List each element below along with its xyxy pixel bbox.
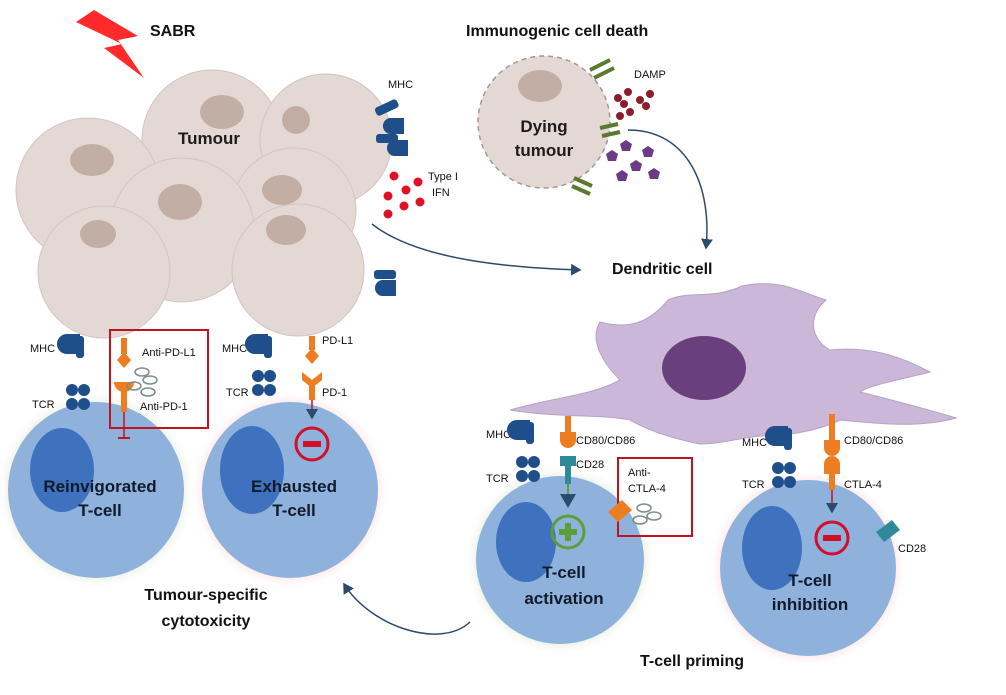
mhc-label-mid: MHC (222, 343, 247, 355)
tumour-label: Tumour (178, 129, 240, 148)
cytotox-label-1: Tumour-specific (144, 587, 267, 604)
minus-icon-exhausted (294, 426, 330, 462)
plus-icon-activation (550, 514, 586, 550)
tcr-icon-act (516, 456, 540, 482)
mhc-icon-left (56, 333, 84, 358)
damp-particles (606, 88, 660, 181)
activation-tcell (476, 476, 644, 644)
arrow-tumour-to-dc (371, 223, 582, 276)
damp-label: DAMP (634, 69, 666, 81)
anti-ctla4-label-1: Anti- (628, 467, 651, 479)
anti-pd-box (109, 329, 209, 429)
ctla4-label: CTLA-4 (844, 479, 882, 491)
ifn-label-1: Type I (428, 171, 458, 183)
mhc-icon-inh (764, 425, 792, 450)
inhibition-tcell (720, 480, 896, 656)
mhc-label-act: MHC (486, 429, 511, 441)
cd28-label-act: CD28 (576, 459, 604, 471)
priming-label: T-cell priming (640, 653, 744, 670)
minus-icon-inhibition (814, 520, 850, 556)
tcr-label-inh: TCR (742, 479, 765, 491)
inhibition-label-1: T-cell (788, 571, 831, 590)
exhausted-tcell (202, 402, 378, 578)
arrow-icd-to-dc (627, 129, 713, 250)
ifn-label-2: IFN (432, 187, 450, 199)
sabr-label: SABR (150, 23, 196, 40)
cd80-label-inh: CD80/CD86 (844, 435, 903, 447)
mhc-label-left: MHC (30, 343, 55, 355)
anti-pdl1-label: Anti-PD-L1 (142, 347, 196, 359)
lightning-icon (76, 10, 144, 78)
pd1-pdl1-icons (302, 336, 322, 420)
anti-ctla4-icon (608, 500, 662, 525)
reinvigorated-label-2: T-cell (78, 501, 121, 520)
dying-tumour-cell (477, 55, 611, 189)
mhc-label-inh: MHC (742, 437, 767, 449)
anti-pd1-label: Anti-PD-1 (140, 401, 188, 413)
reinvigorated-label-1: Reinvigorated (43, 477, 156, 496)
icd-title: Immunogenic cell death (466, 23, 648, 40)
tcr-label-act: TCR (486, 473, 509, 485)
ifn-dots (383, 171, 425, 219)
arrow-priming-to-cytotox (343, 582, 471, 635)
pd1-label: PD-1 (322, 387, 347, 399)
activation-label-1: T-cell (542, 563, 585, 582)
cd28-label-inh: CD28 (898, 543, 926, 555)
activation-label-2: activation (524, 589, 603, 608)
dendritic-cell (509, 283, 958, 445)
inhibition-label-2: inhibition (772, 595, 848, 614)
calreticulin-icons (571, 58, 621, 196)
cd80-cd28-act-icons (560, 416, 576, 508)
tcr-label-mid: TCR (226, 387, 249, 399)
anti-ctla4-box (617, 457, 693, 537)
dying-label-2: tumour (515, 141, 574, 160)
tcr-label-left: TCR (32, 399, 55, 411)
reinvigorated-tcell (8, 402, 184, 578)
anti-ctla4-label-2: CTLA-4 (628, 483, 666, 495)
pdl1-label: PD-L1 (322, 335, 353, 347)
cd80-ctla4-inh-icons (824, 414, 840, 514)
tcr-icon-inh (772, 462, 796, 488)
tcr-icon-mid (252, 370, 276, 396)
exhausted-label-1: Exhausted (251, 477, 337, 496)
pd-blockade-icons (114, 338, 158, 439)
cd80-label-act: CD80/CD86 (576, 435, 635, 447)
cytotox-label-2: cytotoxicity (162, 613, 251, 630)
mhc-icon-act (506, 419, 534, 444)
dendritic-label: Dendritic cell (612, 261, 712, 278)
cd28-icon-inh (876, 520, 900, 542)
dying-label-1: Dying (520, 117, 567, 136)
exhausted-label-2: T-cell (272, 501, 315, 520)
mhc-tumour-icons (374, 99, 408, 296)
tumour-cluster (15, 69, 393, 339)
mhc-label-top: MHC (388, 79, 413, 91)
mhc-icon-mid (244, 333, 272, 358)
tcr-icon-left (66, 384, 90, 410)
